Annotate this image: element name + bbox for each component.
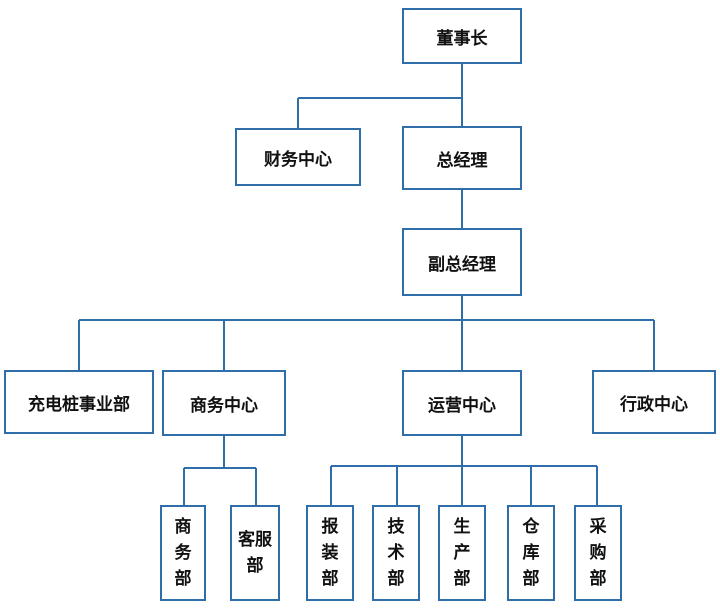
purchasing-dept-box: 采购部 (574, 505, 622, 601)
warehouse-dept-box: 仓库部 (507, 505, 555, 601)
production-dept-box: 生产部 (438, 505, 486, 601)
business-center-label: 商务中心 (190, 395, 258, 416)
purchasing-dept-label: 采购部 (589, 517, 607, 589)
charging-pile-division-box: 充电桩事业部 (4, 370, 154, 434)
tech-dept-box: 技术部 (372, 505, 420, 601)
general-manager-label: 总经理 (436, 150, 488, 171)
charging-pile-division-label: 充电桩事业部 (28, 394, 130, 415)
deputy-gm-box: 副总经理 (402, 228, 522, 296)
admin-center-label: 行政中心 (620, 394, 688, 415)
deputy-gm-label: 副总经理 (428, 254, 496, 275)
operation-center-box: 运营中心 (402, 370, 522, 436)
admin-center-box: 行政中心 (592, 370, 716, 434)
production-dept-label: 生产部 (453, 517, 471, 589)
business-dept-box: 商务部 (160, 505, 206, 601)
business-center-box: 商务中心 (162, 370, 286, 436)
chairman-label: 董事长 (436, 28, 488, 49)
operation-center-label: 运营中心 (428, 395, 496, 416)
general-manager-box: 总经理 (402, 126, 522, 190)
warehouse-dept-label: 仓库部 (522, 517, 540, 589)
customer-service-dept-label: 客服部 (238, 530, 272, 576)
chairman-box: 董事长 (402, 8, 522, 64)
customs-dept-label: 报装部 (321, 517, 339, 589)
finance-center-label: 财务中心 (264, 149, 332, 170)
customs-dept-box: 报装部 (306, 505, 354, 601)
business-dept-label: 商务部 (174, 517, 192, 589)
finance-center-box: 财务中心 (235, 128, 361, 186)
tech-dept-label: 技术部 (387, 517, 405, 589)
customer-service-dept-box: 客服部 (230, 505, 280, 601)
